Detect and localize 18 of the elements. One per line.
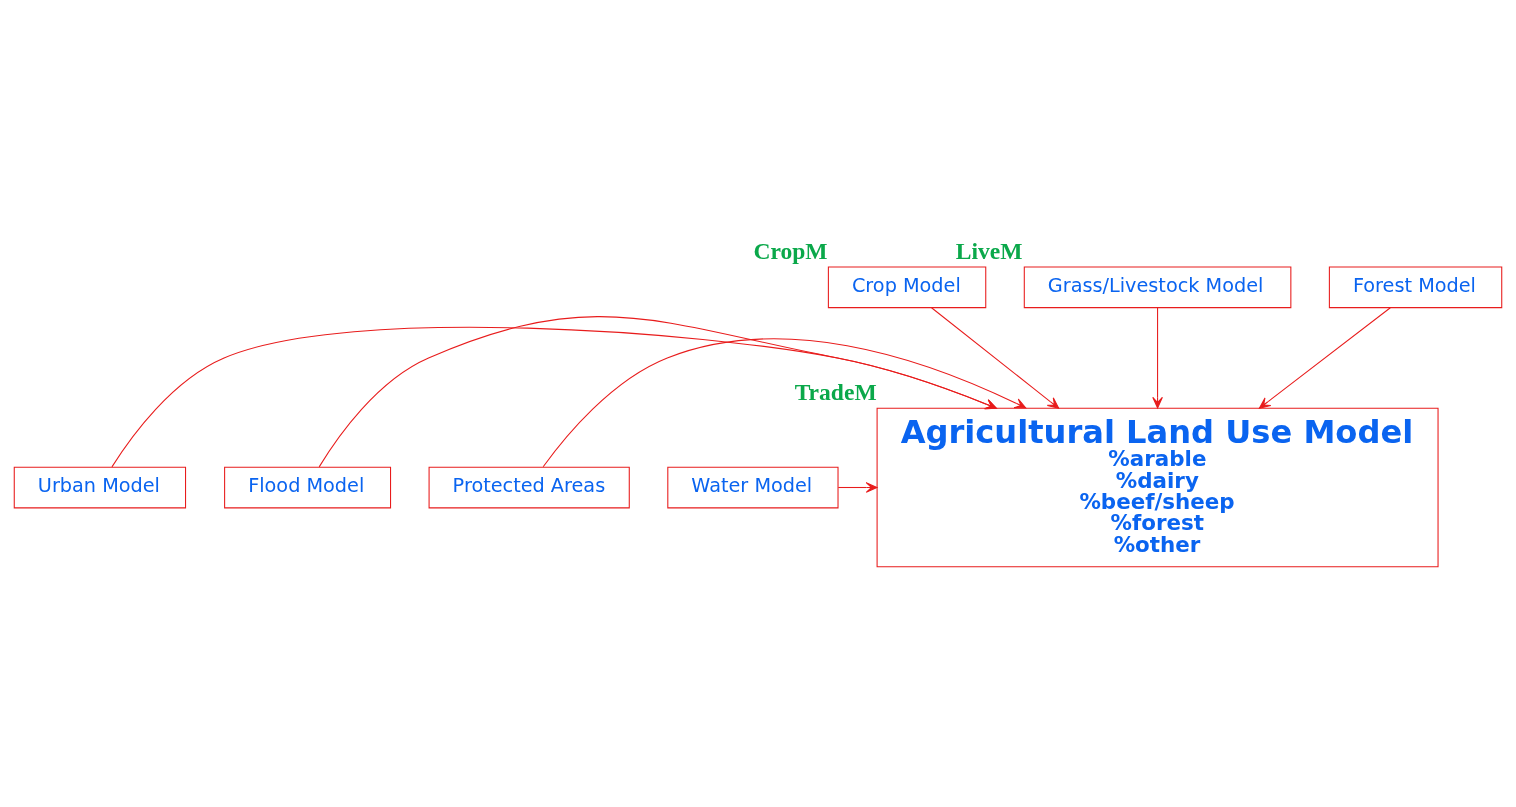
node-label: TradeM [794, 378, 877, 405]
node-box: Flood Model [224, 466, 392, 508]
arrow [542, 337, 1027, 467]
arrow [931, 306, 1060, 409]
node-box: Forest Model [1328, 265, 1503, 308]
node-box: Crop Model [827, 265, 987, 308]
node-label: CropM [753, 237, 828, 264]
node-box: Water Model [667, 466, 839, 508]
arrow [318, 315, 997, 467]
node-box: Grass/Livestock Model [1023, 265, 1292, 308]
node-label: LiveM [955, 237, 1023, 264]
node-box: Urban Model [13, 466, 187, 508]
node-box: Agricultural Land Use Model %arable %dairy %beef/sheep %forest %other [876, 407, 1439, 567]
arrow [837, 481, 878, 493]
node-box: Protected Areas [428, 466, 630, 508]
arrow [1258, 306, 1391, 409]
arrow [111, 326, 997, 467]
arrow [1152, 306, 1163, 409]
